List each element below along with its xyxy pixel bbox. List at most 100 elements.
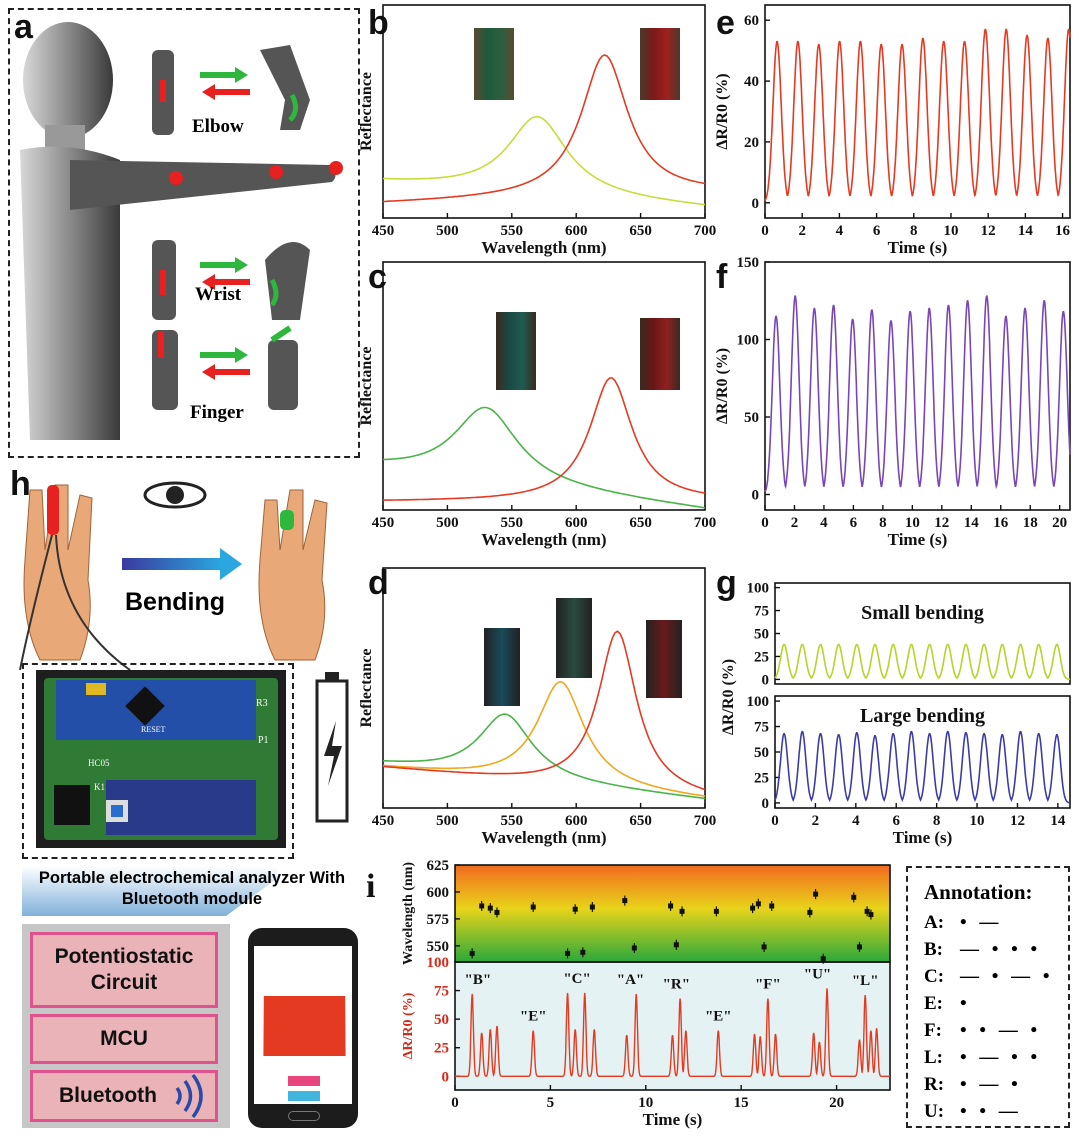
red-sensor (47, 485, 59, 535)
motion-label-finger: Finger (190, 402, 244, 423)
x-tick-label: 700 (694, 515, 717, 531)
morse-code: • • — (960, 1100, 1022, 1122)
annotation-title: Annotation: (924, 880, 1033, 904)
x-tick-label: 2 (812, 813, 820, 829)
x-tick-label: 16 (1055, 223, 1071, 239)
letter-label: "R" (663, 977, 691, 993)
battery-icon (315, 672, 349, 823)
signal-trace-i (455, 988, 890, 1078)
spectrum-small-bend (382, 680, 706, 797)
sample-photo-large-bend (646, 620, 682, 698)
y-axis-label: ΔR/R0 (%) (714, 73, 731, 149)
spectrum-bent (382, 377, 706, 501)
morse-code: • (960, 992, 971, 1014)
plot-frame-b (382, 4, 706, 219)
annotation-row: F:• • — • (924, 1017, 1068, 1044)
bending-label: Bending (125, 588, 225, 616)
plot-frame-d (382, 567, 706, 809)
morse-code: — • • • (960, 938, 1042, 960)
x-tick-label: 10 (970, 813, 985, 829)
x-tick-label: 16 (993, 515, 1009, 531)
board-label-reset: RESET (141, 725, 166, 734)
wrist-pictogram (152, 240, 310, 320)
x-tick-label: 10 (943, 223, 958, 239)
data-point (469, 950, 475, 956)
annotation-row: A:• — (924, 909, 1068, 936)
humanoid-illustration (20, 22, 343, 440)
panel-label-g: g (716, 564, 737, 602)
board-label-r3: R3 (256, 698, 268, 709)
subplot-title: Large bending (860, 705, 985, 727)
y-tick-label: 550 (427, 939, 450, 955)
phone-signal-trace (263, 995, 346, 1057)
annotation-letter: U: (924, 1100, 945, 1122)
phone-chart-screen (263, 995, 346, 1101)
x-tick-label: 0 (761, 515, 769, 531)
letter-label: "E" (520, 1009, 547, 1025)
panel-label-a: a (14, 8, 33, 46)
x-tick-label: 12 (934, 515, 949, 531)
x-tick-label: 5 (547, 1095, 555, 1111)
x-tick-label: 14 (1018, 223, 1034, 239)
x-tick-label: 450 (372, 515, 395, 531)
signal-trace-g-0 (774, 643, 1071, 681)
x-tick-label: 2 (791, 515, 799, 531)
sample-photo-red (640, 318, 680, 390)
y-tick-label: 600 (427, 885, 450, 901)
spectrum-unbent (382, 406, 706, 509)
x-tick-label: 450 (372, 223, 395, 239)
analyzer-title: Portable electrochemical analyzer With B… (38, 869, 346, 908)
morse-code: — • — • (960, 965, 1054, 987)
letter-label: "L" (852, 973, 879, 989)
y-tick-label: 60 (744, 13, 759, 29)
data-point (673, 942, 679, 948)
y-tick-label: 25 (434, 1041, 449, 1057)
annotation-letter: E: (924, 992, 943, 1014)
x-tick-label: 20 (1052, 515, 1067, 531)
data-point (589, 904, 595, 910)
y-tick-label: 0 (762, 672, 770, 688)
data-point (580, 949, 586, 955)
board-frame (22, 663, 294, 859)
x-tick-label: 18 (1023, 515, 1038, 531)
y-tick-label: 100 (747, 581, 770, 597)
finger-sensor-dot (329, 161, 343, 175)
spectrum-bent (382, 54, 706, 203)
y-tick-label: 20 (744, 135, 759, 151)
data-point (769, 903, 775, 909)
letter-label: "B" (465, 972, 492, 988)
data-point (479, 903, 485, 909)
annotation-letter: R: (924, 1073, 945, 1095)
spectrum-unbent (382, 713, 706, 800)
morse-code: • — • (960, 1073, 1022, 1095)
data-point (856, 944, 862, 950)
y-axis-label: ΔR/R0 (%) (401, 992, 416, 1059)
letter-label: "F" (755, 977, 781, 993)
x-tick-label: 650 (629, 223, 652, 239)
data-point (530, 904, 536, 910)
plot-frame-c (382, 261, 706, 511)
annotation-row: B:— • • • (924, 936, 1068, 963)
board-label-k1: K1 (94, 782, 105, 792)
signal-trace-e (764, 28, 1071, 201)
annotation-letter: F: (924, 1019, 942, 1041)
y-tick-label: 25 (754, 770, 769, 786)
arrow-icon (122, 558, 222, 570)
x-tick-label: 14 (964, 515, 980, 531)
panel-label-i: i (366, 868, 376, 905)
x-axis-label: Time (s) (643, 1110, 703, 1129)
data-point (494, 909, 500, 915)
y-tick-label: 150 (737, 255, 760, 271)
home-button[interactable] (288, 1111, 320, 1121)
data-point (572, 906, 578, 912)
y-tick-label: 100 (737, 333, 760, 349)
x-axis-label: Wavelength (nm) (481, 530, 606, 549)
morse-code: • — • • (960, 1046, 1042, 1068)
y-tick-label: 50 (754, 627, 769, 643)
data-point (668, 903, 674, 909)
x-tick-label: 6 (850, 515, 858, 531)
y-axis-label: Wavelength (nm) (401, 862, 416, 965)
sample-photo-small-bend (556, 598, 592, 678)
x-tick-label: 2 (798, 223, 806, 239)
x-tick-label: 700 (694, 223, 717, 239)
